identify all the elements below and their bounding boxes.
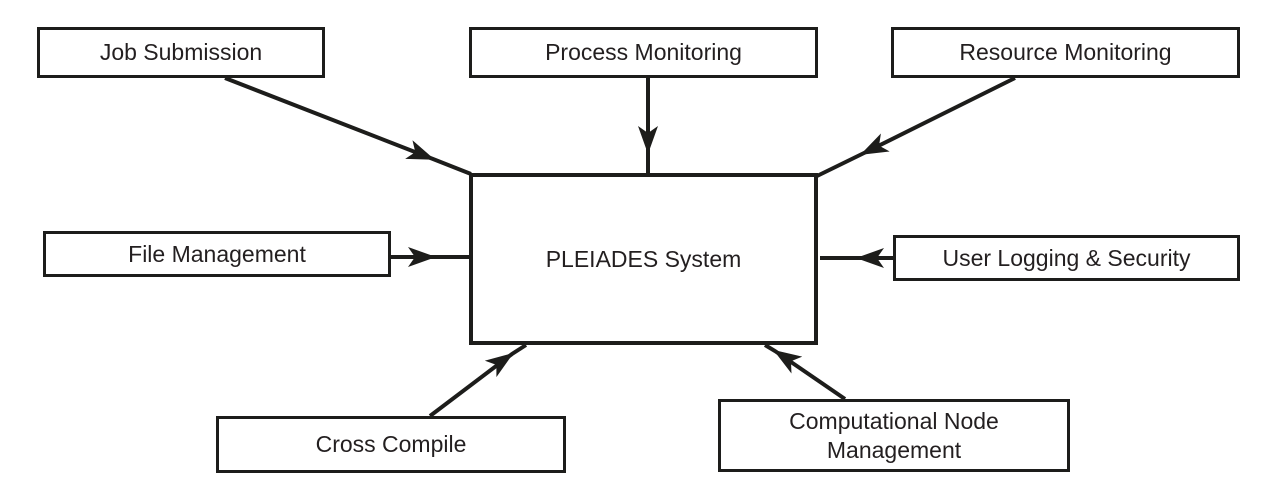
node-file-management: File Management (43, 231, 391, 277)
node-pleiades-system: PLEIADES System (469, 173, 818, 345)
node-process-monitoring: Process Monitoring (469, 27, 818, 78)
node-label: Process Monitoring (545, 39, 742, 65)
node-label: Computational Node Management (789, 407, 999, 463)
node-label: Resource Monitoring (959, 39, 1172, 65)
arrow-cross-compile-to-center (428, 343, 528, 418)
node-cross-compile: Cross Compile (216, 416, 566, 473)
arrow-computational-node-to-center (763, 343, 847, 401)
node-label: Job Submission (99, 39, 263, 65)
arrow-job-submission-to-center (224, 76, 472, 176)
node-label: User Logging & Security (942, 244, 1191, 271)
arrow-resource-monitoring-to-center (816, 76, 1016, 178)
node-label: File Management (128, 240, 306, 267)
node-user-logging-security: User Logging & Security (893, 235, 1240, 281)
node-resource-monitoring: Resource Monitoring (891, 27, 1240, 78)
node-computational-node-management: Computational Node Management (718, 399, 1070, 472)
node-job-submission: Job Submission (37, 27, 325, 78)
node-label: PLEIADES System (545, 245, 742, 272)
node-label: Cross Compile (315, 431, 467, 457)
